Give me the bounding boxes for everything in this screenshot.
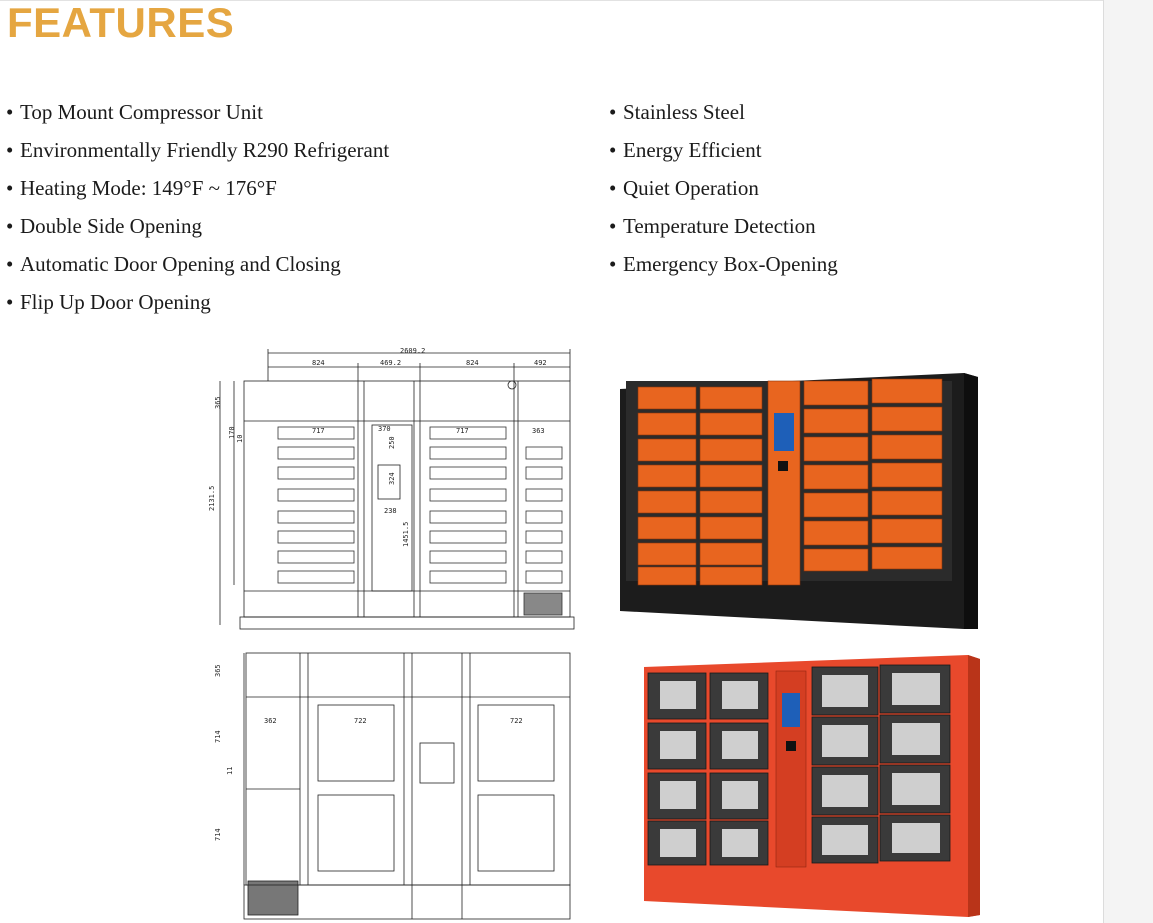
- feature-item: •Energy Efficient: [609, 133, 838, 171]
- red-locker-image: [644, 655, 980, 917]
- front-dimension-drawing: 2609.2 824 469.2 824 492 717 717 363 370…: [208, 347, 575, 630]
- bullet-icon: •: [609, 252, 617, 276]
- document-page: FEATURES •Top Mount Compressor Unit •Env…: [0, 0, 1103, 920]
- feature-item: •Temperature Detection: [609, 209, 838, 247]
- features-list-left: •Top Mount Compressor Unit •Environmenta…: [6, 95, 389, 323]
- feature-item: •Heating Mode: 149°F ~ 176°F: [6, 171, 389, 209]
- dim-screen-width: 370: [378, 425, 391, 433]
- dim-lower-height: 714: [214, 828, 222, 841]
- feature-item: •Environmentally Friendly R290 Refrigera…: [6, 133, 389, 171]
- dim-total-height: 2131.5: [208, 486, 216, 511]
- dim-door-width-1: 722: [354, 717, 367, 725]
- dim-screen-height: 250: [388, 436, 396, 449]
- dim-panel-height: 324: [388, 472, 396, 485]
- dim-bay-right: 824: [466, 359, 479, 367]
- page-scrollbar-track[interactable]: [1103, 0, 1153, 923]
- feature-item: •Emergency Box-Opening: [609, 247, 838, 285]
- touchscreen-icon: [782, 693, 800, 727]
- bullet-icon: •: [6, 290, 14, 314]
- bullet-icon: •: [609, 176, 617, 200]
- feature-item: •Double Side Opening: [6, 209, 389, 247]
- bullet-icon: •: [6, 214, 14, 238]
- rear-dimension-drawing: 362 722 722 365 714 11 714: [214, 652, 571, 920]
- feature-item: •Automatic Door Opening and Closing: [6, 247, 389, 285]
- bullet-icon: •: [609, 100, 617, 124]
- dim-side-width: 362: [264, 717, 277, 725]
- dim-side: 492: [534, 359, 547, 367]
- feature-item: •Stainless Steel: [609, 95, 838, 133]
- dim-center: 469.2: [380, 359, 401, 367]
- features-heading: FEATURES: [7, 0, 235, 46]
- dim-panel-width: 238: [384, 507, 397, 515]
- dim-overall-width: 2609.2: [400, 347, 425, 355]
- bullet-icon: •: [609, 138, 617, 162]
- dim-door-width-left: 717: [312, 427, 325, 435]
- bullet-icon: •: [6, 138, 14, 162]
- dim-gap: 11: [226, 767, 234, 775]
- feature-item: •Flip Up Door Opening: [6, 285, 389, 323]
- touchscreen-icon: [774, 413, 794, 451]
- dim-upper-height: 714: [214, 730, 222, 743]
- dim-row-gap: 10: [236, 435, 244, 443]
- bullet-icon: •: [609, 214, 617, 238]
- bullet-icon: •: [6, 176, 14, 200]
- dim-bay-left: 824: [312, 359, 325, 367]
- dim-door-width-2: 722: [510, 717, 523, 725]
- dim-top-height: 365: [214, 396, 222, 409]
- dim-door-width-right: 717: [456, 427, 469, 435]
- dim-row-height: 170: [228, 426, 236, 439]
- dim-top-height: 365: [214, 664, 222, 677]
- dim-side-door-width: 363: [532, 427, 545, 435]
- black-orange-locker-image: [620, 373, 978, 629]
- bullet-icon: •: [6, 252, 14, 276]
- features-list-right: •Stainless Steel •Energy Efficient •Quie…: [609, 95, 838, 285]
- bullet-icon: •: [6, 100, 14, 124]
- feature-item: •Top Mount Compressor Unit: [6, 95, 389, 133]
- dim-floor-to-screen: 1451.5: [402, 522, 410, 547]
- feature-item: •Quiet Operation: [609, 171, 838, 209]
